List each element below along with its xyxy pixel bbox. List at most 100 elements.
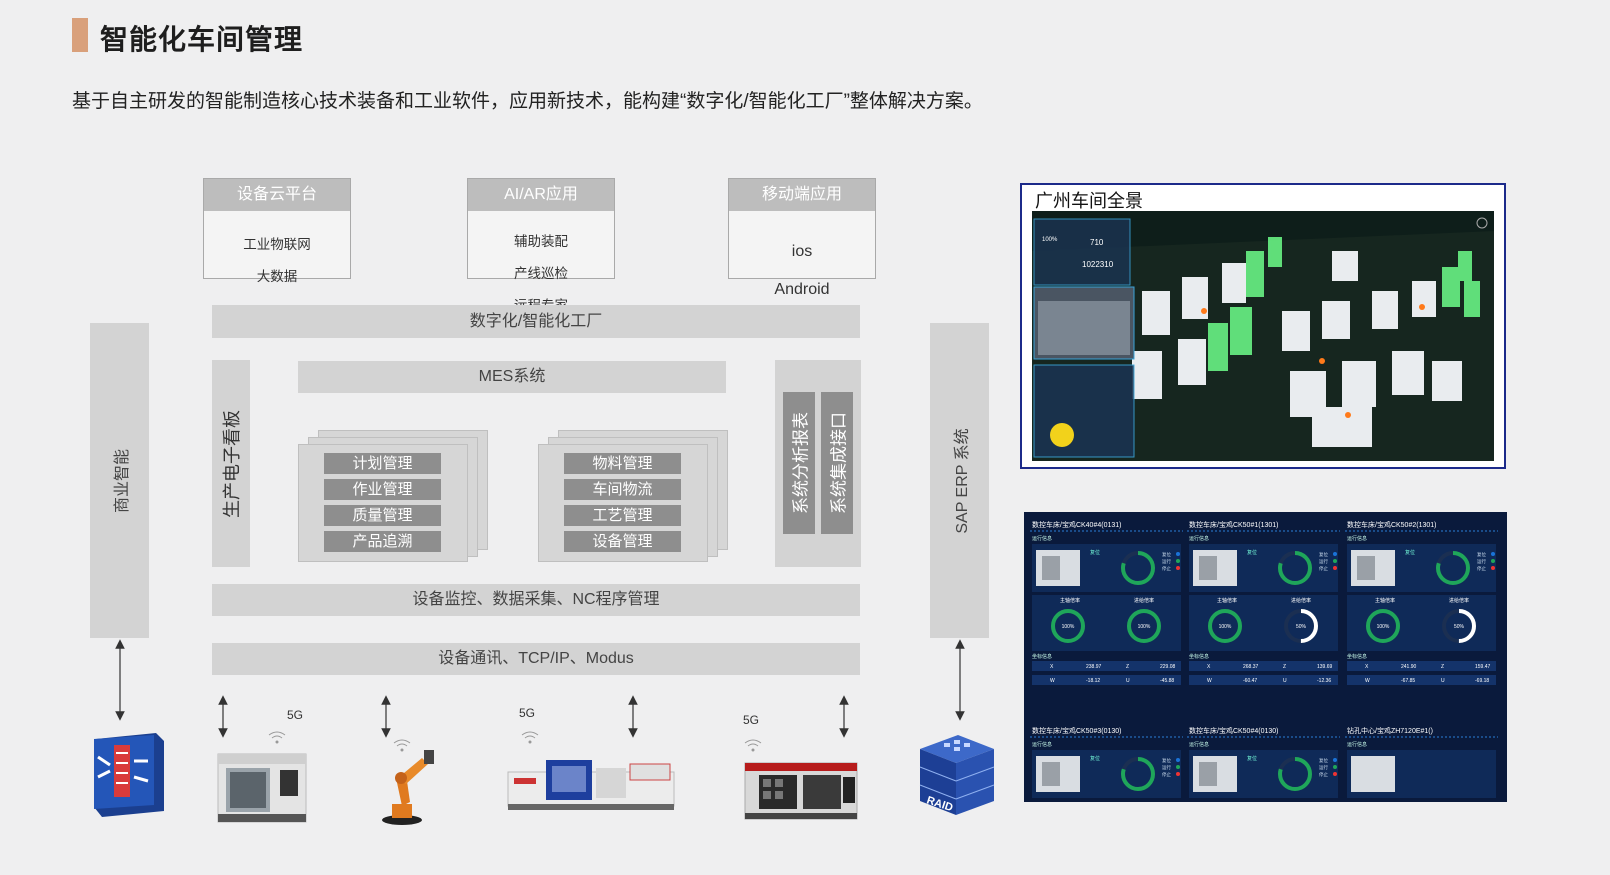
gauge-arc bbox=[1366, 609, 1400, 643]
gauge-label: 进给倍率 bbox=[1291, 597, 1311, 604]
coord-value: 241.90 bbox=[1401, 664, 1417, 670]
cnc-lathe-icon bbox=[744, 762, 858, 820]
machine-dashboard-panel: 数控车床/宝鸡CK40#4(0131)运行信息复位复位运行停止主轴倍率进给倍率1… bbox=[1024, 512, 1507, 802]
equipment-management-item: 设备管理 bbox=[564, 531, 681, 552]
legend-label: 停止 bbox=[1477, 565, 1486, 572]
dashboard-card-title: 数控车床/宝鸡CK50#4(0130) bbox=[1189, 726, 1278, 735]
ai-ar-box: AI/AR应用 辅助装配 产线巡检 远程专家 bbox=[467, 178, 615, 313]
gauge-value: 100% bbox=[1062, 624, 1075, 630]
gauge-value: 100% bbox=[1219, 624, 1232, 630]
mobile-app-lines: ios Android bbox=[729, 211, 875, 318]
gauge-arc bbox=[1121, 757, 1155, 791]
legend-label: 停止 bbox=[1162, 771, 1171, 778]
wifi-signal-icon bbox=[393, 739, 411, 752]
coord-axis: U bbox=[1441, 678, 1445, 684]
gauge-arc bbox=[1208, 609, 1242, 643]
page-subtitle: 基于自主研发的智能制造核心技术装备和工业软件，应用新技术，能构建“数字化/智能化… bbox=[72, 91, 983, 112]
legend-dot bbox=[1333, 566, 1337, 570]
firewall-device-icon bbox=[94, 733, 164, 817]
legend-dot bbox=[1176, 552, 1180, 556]
legend-label: 运行 bbox=[1162, 764, 1171, 771]
coord-value: 139.69 bbox=[1317, 664, 1333, 670]
industrial-robot-icon bbox=[382, 750, 434, 825]
dashboard-card: 钻孔中心/宝鸡ZH7120E#1()运行信息 bbox=[1345, 726, 1498, 798]
reset-label: 复位 bbox=[1090, 549, 1100, 556]
coord-label: 坐标信息 bbox=[1189, 653, 1209, 660]
coord-axis: Z bbox=[1126, 664, 1129, 670]
legend-dot bbox=[1176, 559, 1180, 563]
legend-label: 运行 bbox=[1319, 558, 1328, 565]
dashboard-card: 数控车床/宝鸡CK50#2(1301)运行信息复位复位运行停止主轴倍率进给倍率1… bbox=[1345, 520, 1498, 685]
coord-axis: U bbox=[1283, 678, 1287, 684]
reset-label: 复位 bbox=[1247, 549, 1257, 556]
legend-dot bbox=[1333, 559, 1337, 563]
coord-axis: Z bbox=[1283, 664, 1286, 670]
dashboard-card-title: 数控车床/宝鸡CK40#4(0131) bbox=[1032, 520, 1121, 529]
box-line: 产线巡检 bbox=[514, 266, 568, 281]
wifi-signal-icon bbox=[744, 739, 762, 752]
coord-axis: X bbox=[1050, 664, 1054, 670]
reset-label: 复位 bbox=[1247, 755, 1257, 762]
mobile-app-title: 移动端应用 bbox=[729, 179, 875, 211]
gauge-label: 进给倍率 bbox=[1449, 597, 1469, 604]
legend-label: 复位 bbox=[1162, 757, 1171, 764]
coord-axis: X bbox=[1365, 664, 1369, 670]
panorama-stat: 710 bbox=[1090, 238, 1104, 247]
coord-axis: W bbox=[1365, 678, 1370, 684]
coord-value: 229.08 bbox=[1160, 664, 1176, 670]
status-label: 运行信息 bbox=[1347, 741, 1367, 748]
panorama-title: 广州车间全景 bbox=[1035, 191, 1143, 211]
machine-thumbnail-door bbox=[1199, 762, 1217, 786]
gauge-label: 主轴倍率 bbox=[1375, 597, 1395, 604]
material-management-item: 物料管理 bbox=[564, 453, 681, 474]
machine-thumbnail-door bbox=[1357, 556, 1375, 580]
gauge-arc bbox=[1278, 757, 1312, 791]
integration-interface-bar: 系统集成接口 bbox=[821, 392, 853, 534]
box-line: ios bbox=[791, 243, 813, 260]
gauge-arc bbox=[1127, 609, 1161, 643]
machine-thumbnail bbox=[1351, 756, 1395, 792]
work-management-item: 作业管理 bbox=[324, 479, 441, 500]
dashboard-card-title: 数控车床/宝鸡CK50#3(0130) bbox=[1032, 726, 1121, 735]
dashboard-card: 数控车床/宝鸡CK50#4(0130)运行信息复位复位运行停止 bbox=[1187, 726, 1340, 798]
wifi-signal-icon bbox=[521, 731, 539, 744]
cloud-platform-lines: 工业物联网 大数据 bbox=[204, 211, 350, 301]
system-tools-container: 系统分析报表 系统集成接口 bbox=[775, 360, 861, 567]
coord-value: 159.47 bbox=[1475, 664, 1491, 670]
status-label: 运行信息 bbox=[1189, 535, 1209, 542]
legend-label: 运行 bbox=[1162, 558, 1171, 565]
network-5g-label: 5G bbox=[287, 708, 304, 722]
status-label: 运行信息 bbox=[1032, 535, 1052, 542]
machine-thumbnail-door bbox=[1199, 556, 1217, 580]
gauge-value: 100% bbox=[1138, 624, 1151, 630]
network-5g-label: 5G bbox=[519, 706, 536, 720]
gauge-arc bbox=[1436, 551, 1470, 585]
legend-label: 复位 bbox=[1162, 551, 1171, 558]
injection-molding-machine-icon bbox=[507, 760, 675, 810]
sap-erp-bar: SAP ERP 系统 bbox=[930, 323, 989, 638]
status-label: 运行信息 bbox=[1189, 741, 1209, 748]
box-line: 大数据 bbox=[256, 269, 298, 284]
coord-row bbox=[1347, 675, 1496, 685]
legend-label: 运行 bbox=[1477, 558, 1486, 565]
digital-factory-bar: 数字化/智能化工厂 bbox=[212, 305, 860, 338]
machine-thumbnail-door bbox=[1042, 762, 1060, 786]
cloud-platform-box: 设备云平台 工业物联网 大数据 bbox=[203, 178, 351, 284]
gauge-value: 50% bbox=[1454, 624, 1465, 630]
gauge-label: 主轴倍率 bbox=[1060, 597, 1080, 604]
box-line: 工业物联网 bbox=[243, 237, 311, 252]
dashboard-card: 数控车床/宝鸡CK50#3(0130)运行信息复位复位运行停止 bbox=[1030, 726, 1183, 798]
gauge-arc bbox=[1121, 551, 1155, 585]
monitoring-bar: 设备监控、数据采集、NC程序管理 bbox=[212, 584, 860, 616]
panorama-stat: 100% bbox=[1042, 237, 1058, 243]
machining-center-icon bbox=[217, 753, 307, 823]
coord-value: 238.97 bbox=[1086, 664, 1102, 670]
product-trace-item: 产品追溯 bbox=[324, 531, 441, 552]
communication-bar: 设备通讯、TCP/IP、Modus bbox=[212, 643, 860, 675]
dashboard-card-title: 数控车床/宝鸡CK50#1(1301) bbox=[1189, 520, 1278, 529]
mes-system-bar: MES系统 bbox=[298, 361, 726, 393]
gauge-arc bbox=[1051, 609, 1085, 643]
legend-label: 复位 bbox=[1319, 551, 1328, 558]
coord-value: -18.12 bbox=[1086, 678, 1100, 684]
